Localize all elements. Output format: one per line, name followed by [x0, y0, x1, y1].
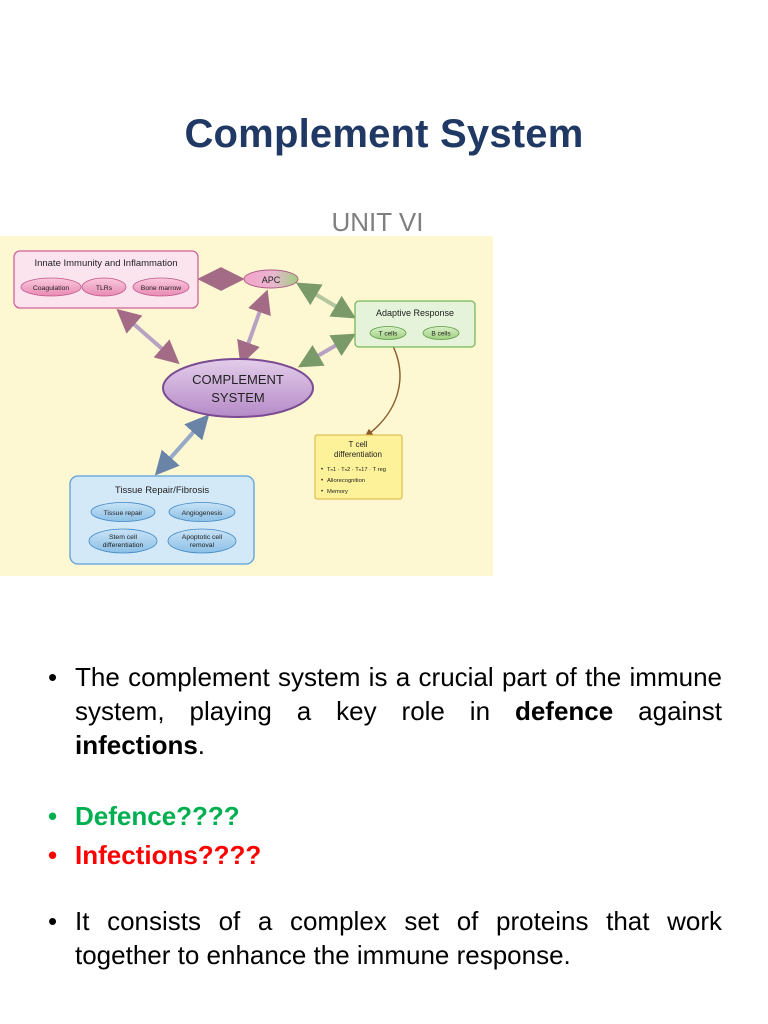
arrow-apc-adaptive — [295, 282, 357, 319]
bullet-infections-text: Infections???? — [75, 840, 262, 870]
adaptive-item-t-cells: T cells — [379, 331, 398, 338]
arrow-innate-complement — [116, 308, 180, 365]
bullet-defence-question: • Defence???? — [48, 799, 722, 833]
tcell-bullet-dot-1: • — [321, 467, 323, 473]
slide-title: Complement System — [184, 112, 584, 156]
complement-center-line2: SYSTEM — [211, 390, 264, 405]
repair-item-apoptotic-line2: removal — [190, 542, 215, 549]
tcell-bullet-th-subsets: Tₙ1 · Tₙ2 · Tₙ17 · T reg — [327, 467, 386, 473]
repair-item-stem-cell-line1: Stem cell — [109, 534, 137, 541]
innate-item-bone-marrow: Bone marrow — [141, 285, 182, 292]
arrow-apc-complement — [237, 289, 271, 366]
bullet-text-defence: defence — [514, 696, 614, 726]
t-cell-differentiation-box: T cell differentiation • Tₙ1 · Tₙ2 · Tₙ1… — [314, 434, 403, 500]
innate-title: Innate Immunity and Inflammation — [34, 258, 177, 269]
bullet-infections-question: • Infections???? — [48, 838, 722, 872]
bullet-list: • The complement system is a crucial par… — [48, 660, 722, 972]
repair-item-tissue-repair: Tissue repair — [103, 510, 143, 517]
bullet-proteins-text: It consists of a complex set of proteins… — [75, 906, 722, 970]
adaptive-title: Adaptive Response — [376, 308, 454, 318]
repair-title: Tissue Repair/Fibrosis — [115, 485, 209, 496]
repair-item-apoptotic-line1: Apoptotic cell — [182, 534, 223, 541]
slide-subtitle: UNIT VI — [331, 207, 424, 237]
repair-item-stem-cell-line2: differentiation — [103, 542, 144, 549]
complement-diagram: Innate Immunity and Inflammation Coagula… — [0, 236, 493, 576]
tcell-bullet-allorecognition: Allorecognition — [327, 478, 365, 484]
tissue-repair-box: Tissue Repair/Fibrosis Tissue repair Ang… — [69, 475, 255, 565]
diagram-canvas: Innate Immunity and Inflammation Coagula… — [13, 250, 476, 565]
bullet-defence-text: Defence???? — [75, 801, 240, 831]
bullet-dot: • — [48, 662, 58, 692]
bullet-dot: • — [48, 906, 58, 936]
complement-system-node: COMPLEMENT SYSTEM — [162, 358, 314, 418]
bullet-dot: • — [48, 840, 58, 870]
complement-center-line1: COMPLEMENT — [192, 372, 284, 387]
tcell-bullet-dot-2: • — [321, 478, 323, 484]
bullet-proteins-description: • It consists of a complex set of protei… — [48, 904, 722, 972]
arrow-adaptive-tcell — [364, 343, 401, 437]
bullet-text-part2: against — [613, 696, 722, 726]
tcell-bullet-dot-3: • — [321, 489, 323, 495]
adaptive-response-box: Adaptive Response T cells B cells — [354, 300, 476, 348]
arrow-complement-repair — [154, 414, 210, 476]
innate-immunity-box: Innate Immunity and Inflammation Coagula… — [13, 250, 199, 309]
adaptive-item-b-cells: B cells — [431, 331, 451, 338]
bullet-dot: • — [48, 801, 58, 831]
bullet-text-infections: infections — [75, 730, 198, 760]
tcell-bullet-memory: Memory — [327, 489, 348, 495]
apc-node: APC — [243, 269, 299, 289]
tcell-title-line1: T cell — [349, 440, 368, 449]
apc-label: APC — [262, 275, 281, 285]
bullet-complement-definition: • The complement system is a crucial par… — [48, 660, 722, 762]
tcell-title-line2: differentiation — [334, 450, 382, 459]
repair-item-angiogenesis: Angiogenesis — [182, 510, 223, 517]
innate-item-tlrs: TLRs — [96, 285, 113, 292]
bullet-text-part1: The complement system is a crucial part … — [75, 662, 722, 726]
innate-item-coagulation: Coagulation — [33, 285, 69, 292]
bullet-text-part3: . — [197, 730, 206, 760]
arrow-adaptive-complement — [297, 333, 357, 368]
